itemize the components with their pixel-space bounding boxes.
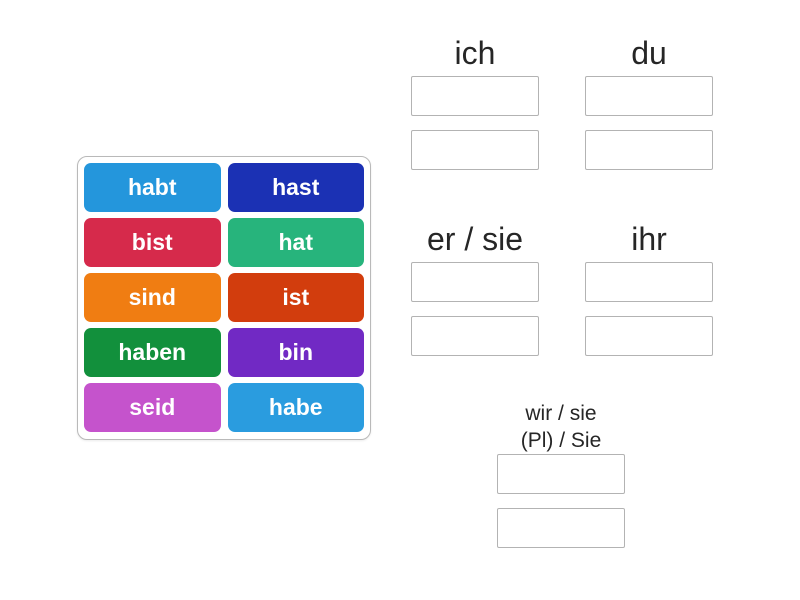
- group-label-ihr: ihr: [631, 221, 667, 257]
- group-du: du: [585, 30, 713, 170]
- group-er-sie: er / sie: [411, 216, 539, 356]
- drop-slot-er-sie-1[interactable]: [411, 262, 539, 302]
- word-tile-bin[interactable]: bin: [227, 328, 364, 377]
- word-tile-habe[interactable]: habe: [227, 383, 364, 432]
- word-tile-sind[interactable]: sind: [84, 273, 221, 322]
- group-label-ich: ich: [454, 35, 496, 71]
- word-tile-hast[interactable]: hast: [227, 163, 364, 212]
- group-label-wir-sie-pl-sie: wir / sie (Pl) / Sie: [521, 400, 602, 454]
- group-label-line-2: (Pl) / Sie: [520, 429, 602, 452]
- drop-slot-ihr-1[interactable]: [585, 262, 713, 302]
- drop-slot-ihr-2[interactable]: [585, 316, 713, 356]
- group-label-er-sie: er / sie: [426, 221, 524, 257]
- drop-slot-ich-1[interactable]: [411, 76, 539, 116]
- word-tile-seid[interactable]: seid: [84, 383, 221, 432]
- word-tile-habt[interactable]: habt: [84, 163, 221, 212]
- group-label-line-1: wir / sie: [525, 402, 597, 425]
- word-tile-hat[interactable]: hat: [227, 218, 364, 267]
- group-wir-sie-pl-sie: wir / sie (Pl) / Sie: [497, 400, 625, 548]
- word-tile-tray: habt hast bist hat sind ist haben bin se…: [77, 156, 371, 440]
- drop-slot-ich-2[interactable]: [411, 130, 539, 170]
- group-ich: ich: [411, 30, 539, 170]
- word-tile-haben[interactable]: haben: [84, 328, 221, 377]
- group-ihr: ihr: [585, 216, 713, 356]
- drop-slot-er-sie-2[interactable]: [411, 316, 539, 356]
- word-tile-bist[interactable]: bist: [84, 218, 221, 267]
- drop-slot-wir-1[interactable]: [497, 454, 625, 494]
- drop-slot-wir-2[interactable]: [497, 508, 625, 548]
- drop-slot-du-1[interactable]: [585, 76, 713, 116]
- drop-slot-du-2[interactable]: [585, 130, 713, 170]
- group-label-du: du: [631, 35, 667, 71]
- word-tile-ist[interactable]: ist: [227, 273, 364, 322]
